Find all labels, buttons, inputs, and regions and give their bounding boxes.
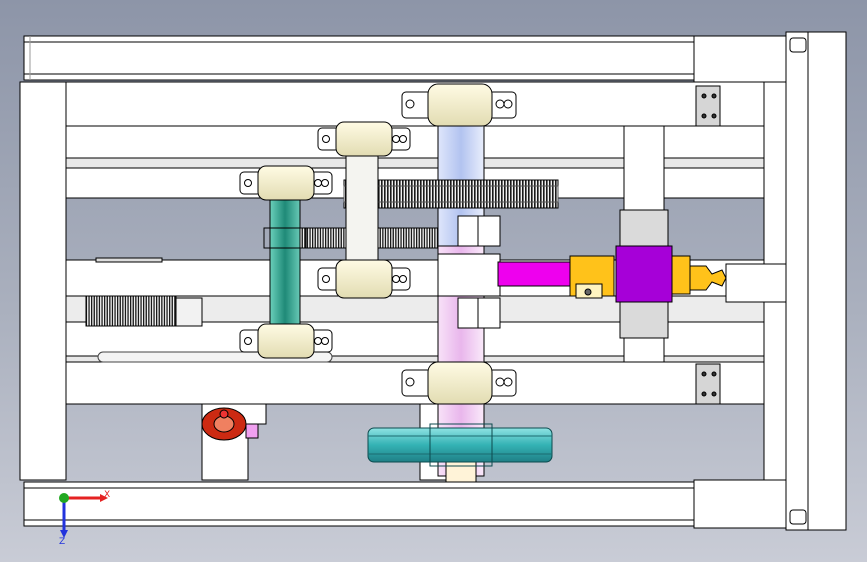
z-axis-label: Z — [59, 537, 65, 547]
bearing-main-top — [401, 83, 517, 127]
red-idler-wheel — [201, 403, 267, 441]
pulley-gear — [85, 257, 203, 327]
left-side-post — [19, 81, 67, 481]
bearing-main-bottom — [401, 361, 517, 405]
bearing-green-top — [239, 165, 333, 201]
counter-shaft — [345, 151, 379, 263]
slider-block — [615, 245, 787, 303]
right-end-block-bottom — [693, 479, 787, 529]
large-gear — [343, 179, 559, 209]
bracket-top — [695, 85, 721, 127]
bottom-rail — [23, 481, 695, 527]
x-axis-label: X — [104, 490, 110, 500]
bearings — [239, 83, 517, 405]
top-rail — [23, 35, 695, 81]
bracket-bottom — [695, 363, 721, 405]
eccentric-blocks — [437, 215, 501, 329]
bearing-counter-mid — [317, 259, 411, 299]
bearing-green-bottom — [239, 323, 333, 359]
coordinate-triad: X Z — [59, 490, 110, 547]
right-end-block-top — [693, 35, 787, 83]
beam-6 — [65, 361, 765, 405]
connecting-rod — [497, 255, 615, 299]
bearing-counter-top — [317, 121, 411, 157]
flywheel — [367, 423, 553, 467]
green-shaft — [263, 195, 307, 333]
